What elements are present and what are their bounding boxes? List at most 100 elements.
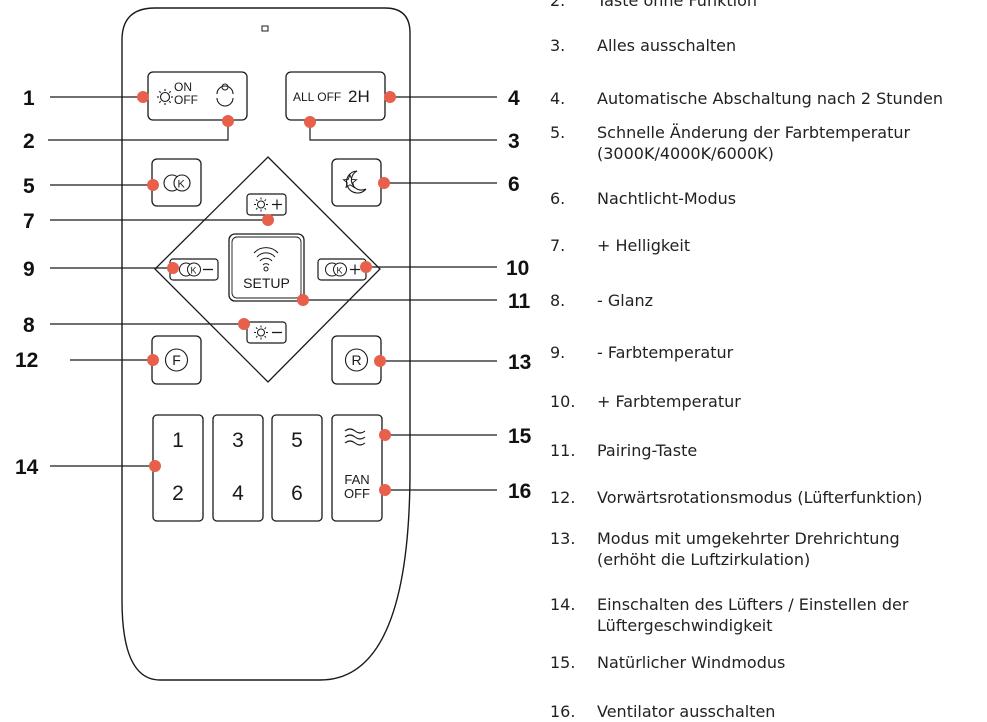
- cycle-icon: [216, 83, 234, 107]
- marker-dot: [360, 261, 372, 273]
- callout-9: 9: [23, 258, 35, 281]
- legend-text: Nachtlicht-Modus: [597, 189, 737, 208]
- off-label: OFF: [344, 486, 370, 501]
- marker-dot: [384, 91, 396, 103]
- speed-button-3-4[interactable]: [212, 414, 264, 522]
- legend-text: Schnelle Änderung der Farbtemperatur (30…: [597, 123, 911, 163]
- legend-num: 16.: [550, 702, 576, 721]
- reverse-rotation-button[interactable]: R: [331, 335, 382, 385]
- all-off-label: ALL OFF: [293, 90, 341, 104]
- reverse-letter: R: [351, 352, 361, 368]
- power-off-label: OFF: [174, 93, 198, 107]
- color-temp-up-button[interactable]: K: [317, 258, 367, 281]
- speed-label: 1: [172, 429, 184, 452]
- marker-dot: [147, 179, 159, 191]
- marker-dot: [379, 484, 391, 496]
- legend-num: 11.: [550, 441, 576, 460]
- speed-button-5-6[interactable]: [271, 414, 323, 522]
- callout-6: 6: [508, 173, 520, 196]
- legend-num: 5.: [550, 123, 566, 142]
- marker-dot: [238, 318, 250, 330]
- marker-dot: [222, 115, 234, 127]
- forward-rotation-button[interactable]: F: [151, 335, 202, 385]
- speed-label: 5: [291, 429, 303, 452]
- legend-num: 10.: [550, 392, 576, 411]
- legend-text: Vorwärtsrotationsmodus (Lüfterfunktion): [597, 488, 923, 507]
- speed-label: 4: [232, 482, 244, 505]
- marker-dot: [167, 262, 179, 274]
- callout-4: 4: [508, 87, 520, 110]
- legend-text: Alles ausschalten: [597, 36, 737, 55]
- marker-dot: [374, 355, 386, 367]
- legend-num: 8.: [550, 291, 566, 310]
- plus-icon: [272, 199, 282, 210]
- legend-num: 12.: [550, 488, 576, 507]
- legend-text: Natürlicher Windmodus: [597, 653, 786, 672]
- sun-icon: [254, 197, 268, 212]
- callout-16: 16: [508, 480, 532, 503]
- marker-dot: [297, 294, 309, 306]
- callout-10: 10: [506, 257, 530, 280]
- speed-label: 6: [291, 482, 303, 505]
- wind-icon: [344, 428, 366, 446]
- leader-lines: [48, 96, 497, 491]
- power-onoff-button[interactable]: ON OFF: [147, 71, 248, 121]
- legend-num: 6.: [550, 189, 566, 208]
- sun-icon: [157, 89, 173, 105]
- marker-dot: [149, 460, 161, 472]
- legend-num: 4.: [550, 89, 566, 108]
- callout-13: 13: [508, 351, 532, 374]
- callout-8: 8: [23, 314, 35, 337]
- marker-dot: [379, 429, 391, 441]
- legend-num: 13.: [550, 529, 576, 548]
- callout-14: 14: [15, 456, 39, 479]
- legend-text: Automatische Abschaltung nach 2 Stunden: [597, 89, 943, 108]
- legend-text: - Farbtemperatur: [597, 343, 734, 362]
- marker-dot: [137, 91, 149, 103]
- plus-icon: [350, 264, 360, 275]
- legend-text: Pairing-Taste: [597, 441, 698, 460]
- legend-text: Taste ohne Funktion: [597, 0, 757, 10]
- fan-label: FAN: [344, 472, 369, 487]
- all-off-2h-button[interactable]: ALL OFF 2H: [285, 71, 386, 121]
- callout-2: 2: [23, 130, 35, 153]
- marker-dot: [304, 116, 316, 128]
- power-on-label: ON: [174, 80, 192, 94]
- control-diamond: [154, 156, 381, 383]
- callout-12: 12: [15, 349, 39, 372]
- setup-button[interactable]: SETUP: [228, 233, 305, 302]
- callout-7: 7: [23, 210, 35, 233]
- color-temp-letter: K: [178, 179, 186, 191]
- wind-fanoff-button[interactable]: FAN OFF: [331, 414, 383, 522]
- marker-dot: [147, 354, 159, 366]
- callout-15: 15: [508, 425, 532, 448]
- status-led: [261, 25, 269, 32]
- legend-text: + Helligkeit: [597, 236, 691, 255]
- speed-label: 3: [232, 429, 244, 452]
- forward-letter: F: [172, 352, 181, 368]
- color-temp-letter: K: [191, 266, 197, 276]
- moon-star-icon: [342, 170, 367, 194]
- legend-num: 3.: [550, 36, 566, 55]
- marker-dot: [378, 177, 390, 189]
- brightness-up-button[interactable]: [246, 193, 287, 216]
- legend-num: 15.: [550, 653, 576, 672]
- speed-label: 2: [172, 482, 184, 505]
- color-temp-button[interactable]: K: [151, 158, 202, 207]
- legend-text: Einschalten des Lüfters / Einstellen der…: [597, 595, 909, 635]
- legend-text: Modus mit umgekehrter Drehrichtung (erhö…: [597, 529, 900, 569]
- brightness-down-button[interactable]: [246, 321, 287, 344]
- legend-num: 9.: [550, 343, 566, 362]
- fan-speed-buttons[interactable]: 1 2 3 4 5 6: [152, 414, 323, 522]
- night-light-button[interactable]: [331, 158, 382, 207]
- callout-5: 5: [23, 175, 35, 198]
- callout-markers: [137, 91, 396, 496]
- timer-2h-label: 2H: [348, 87, 370, 106]
- legend-num: 2.: [550, 0, 566, 10]
- setup-label: SETUP: [243, 275, 290, 291]
- wifi-icon: [253, 247, 279, 272]
- legend-num: 14.: [550, 595, 576, 614]
- color-temp-down-button[interactable]: K: [169, 258, 219, 281]
- callout-1: 1: [23, 87, 35, 110]
